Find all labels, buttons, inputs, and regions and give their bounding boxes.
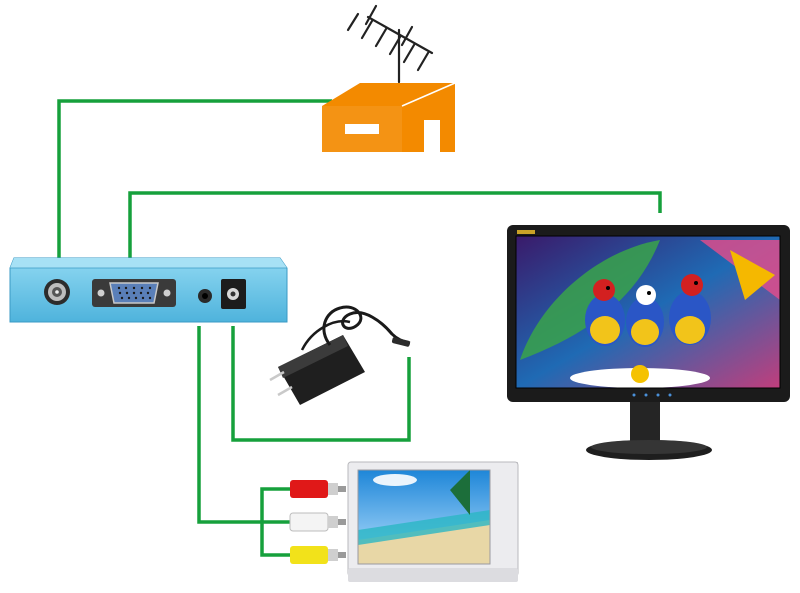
- tv-antenna-icon: [346, 4, 434, 84]
- av-jack-icon[interactable]: [198, 289, 212, 303]
- coax-port-icon[interactable]: [44, 279, 70, 305]
- converter-box: [9, 257, 288, 323]
- power-cable: [231, 326, 411, 442]
- vga-port-icon[interactable]: [92, 279, 176, 307]
- dc-power-port-icon[interactable]: [221, 279, 246, 309]
- vga-cable: [128, 191, 662, 262]
- av-cable-yellow: [260, 522, 290, 557]
- power-adapter-icon: [269, 305, 411, 405]
- yellow-rca-plug-icon: [290, 546, 346, 564]
- white-rca-plug-icon: [289, 512, 346, 532]
- antenna-cable: [57, 99, 332, 262]
- house-icon: [322, 82, 456, 152]
- tv-icon: [347, 461, 519, 582]
- av-cable-trunk: [197, 326, 262, 524]
- red-rca-plug-icon: [290, 480, 346, 498]
- lcd-monitor-icon: [507, 225, 790, 460]
- cables: [57, 99, 662, 557]
- av-cable-red: [260, 487, 290, 522]
